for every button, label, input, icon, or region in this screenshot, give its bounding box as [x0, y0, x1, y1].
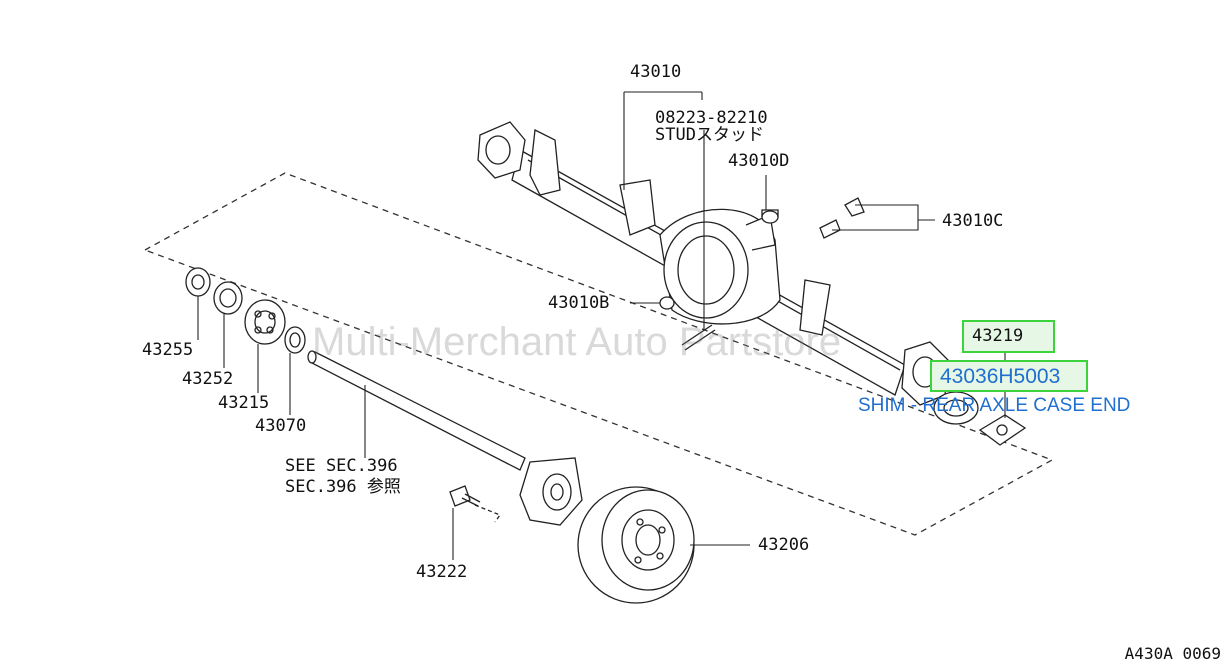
axle-shaft — [307, 350, 583, 526]
wheel-bolt-43222 — [449, 485, 502, 523]
highlight-code-43219[interactable]: 43219 — [972, 326, 1024, 346]
bearing-43255 — [185, 267, 211, 297]
label-stud-name: STUDスタッド — [655, 125, 764, 145]
label-43010d: 43010D — [728, 151, 790, 171]
label-see-section[interactable]: SEE SEC.396 — [285, 456, 398, 476]
shim-43036h5003 — [933, 391, 979, 425]
label-43255: 43255 — [142, 340, 194, 360]
label-stud-part-no: 08223-82210 — [655, 108, 768, 128]
highlight-box-43219[interactable] — [962, 320, 1055, 353]
highlight-box-part-no[interactable] — [930, 360, 1088, 392]
plug-43010c-a — [844, 197, 865, 217]
highlight-part-number[interactable]: 43036H5003 — [940, 365, 1061, 388]
plug-43010c-b — [819, 219, 841, 239]
label-43206: 43206 — [758, 535, 810, 555]
seal-43070 — [284, 326, 306, 354]
plug-43010d — [761, 210, 779, 224]
figure-code: A430A 0069 — [1124, 644, 1221, 663]
gasket-43219 — [978, 414, 1027, 446]
bearing-43252 — [213, 281, 243, 315]
label-43010b: 43010B — [548, 293, 610, 313]
label-43010c: 43010C — [942, 211, 1004, 231]
bearing-43215 — [244, 299, 286, 345]
highlight-part-description: SHIM - REAR AXLE CASE END — [858, 395, 1131, 416]
watermark: Multi-Merchant Auto Partstore — [312, 320, 842, 364]
leader-lines — [197, 91, 1006, 560]
label-43222: 43222 — [416, 562, 468, 582]
plug-43010b — [659, 296, 675, 310]
axle-housing — [477, 121, 949, 406]
label-43070: 43070 — [255, 416, 307, 436]
brake-drum-43206 — [577, 486, 695, 604]
label-section-ref[interactable]: SEC.396 参照 — [285, 477, 401, 497]
label-43215: 43215 — [218, 393, 270, 413]
label-43252: 43252 — [182, 369, 234, 389]
dashed-group-boundary — [143, 172, 1054, 536]
stud — [681, 324, 716, 351]
label-43010: 43010 — [630, 62, 682, 82]
